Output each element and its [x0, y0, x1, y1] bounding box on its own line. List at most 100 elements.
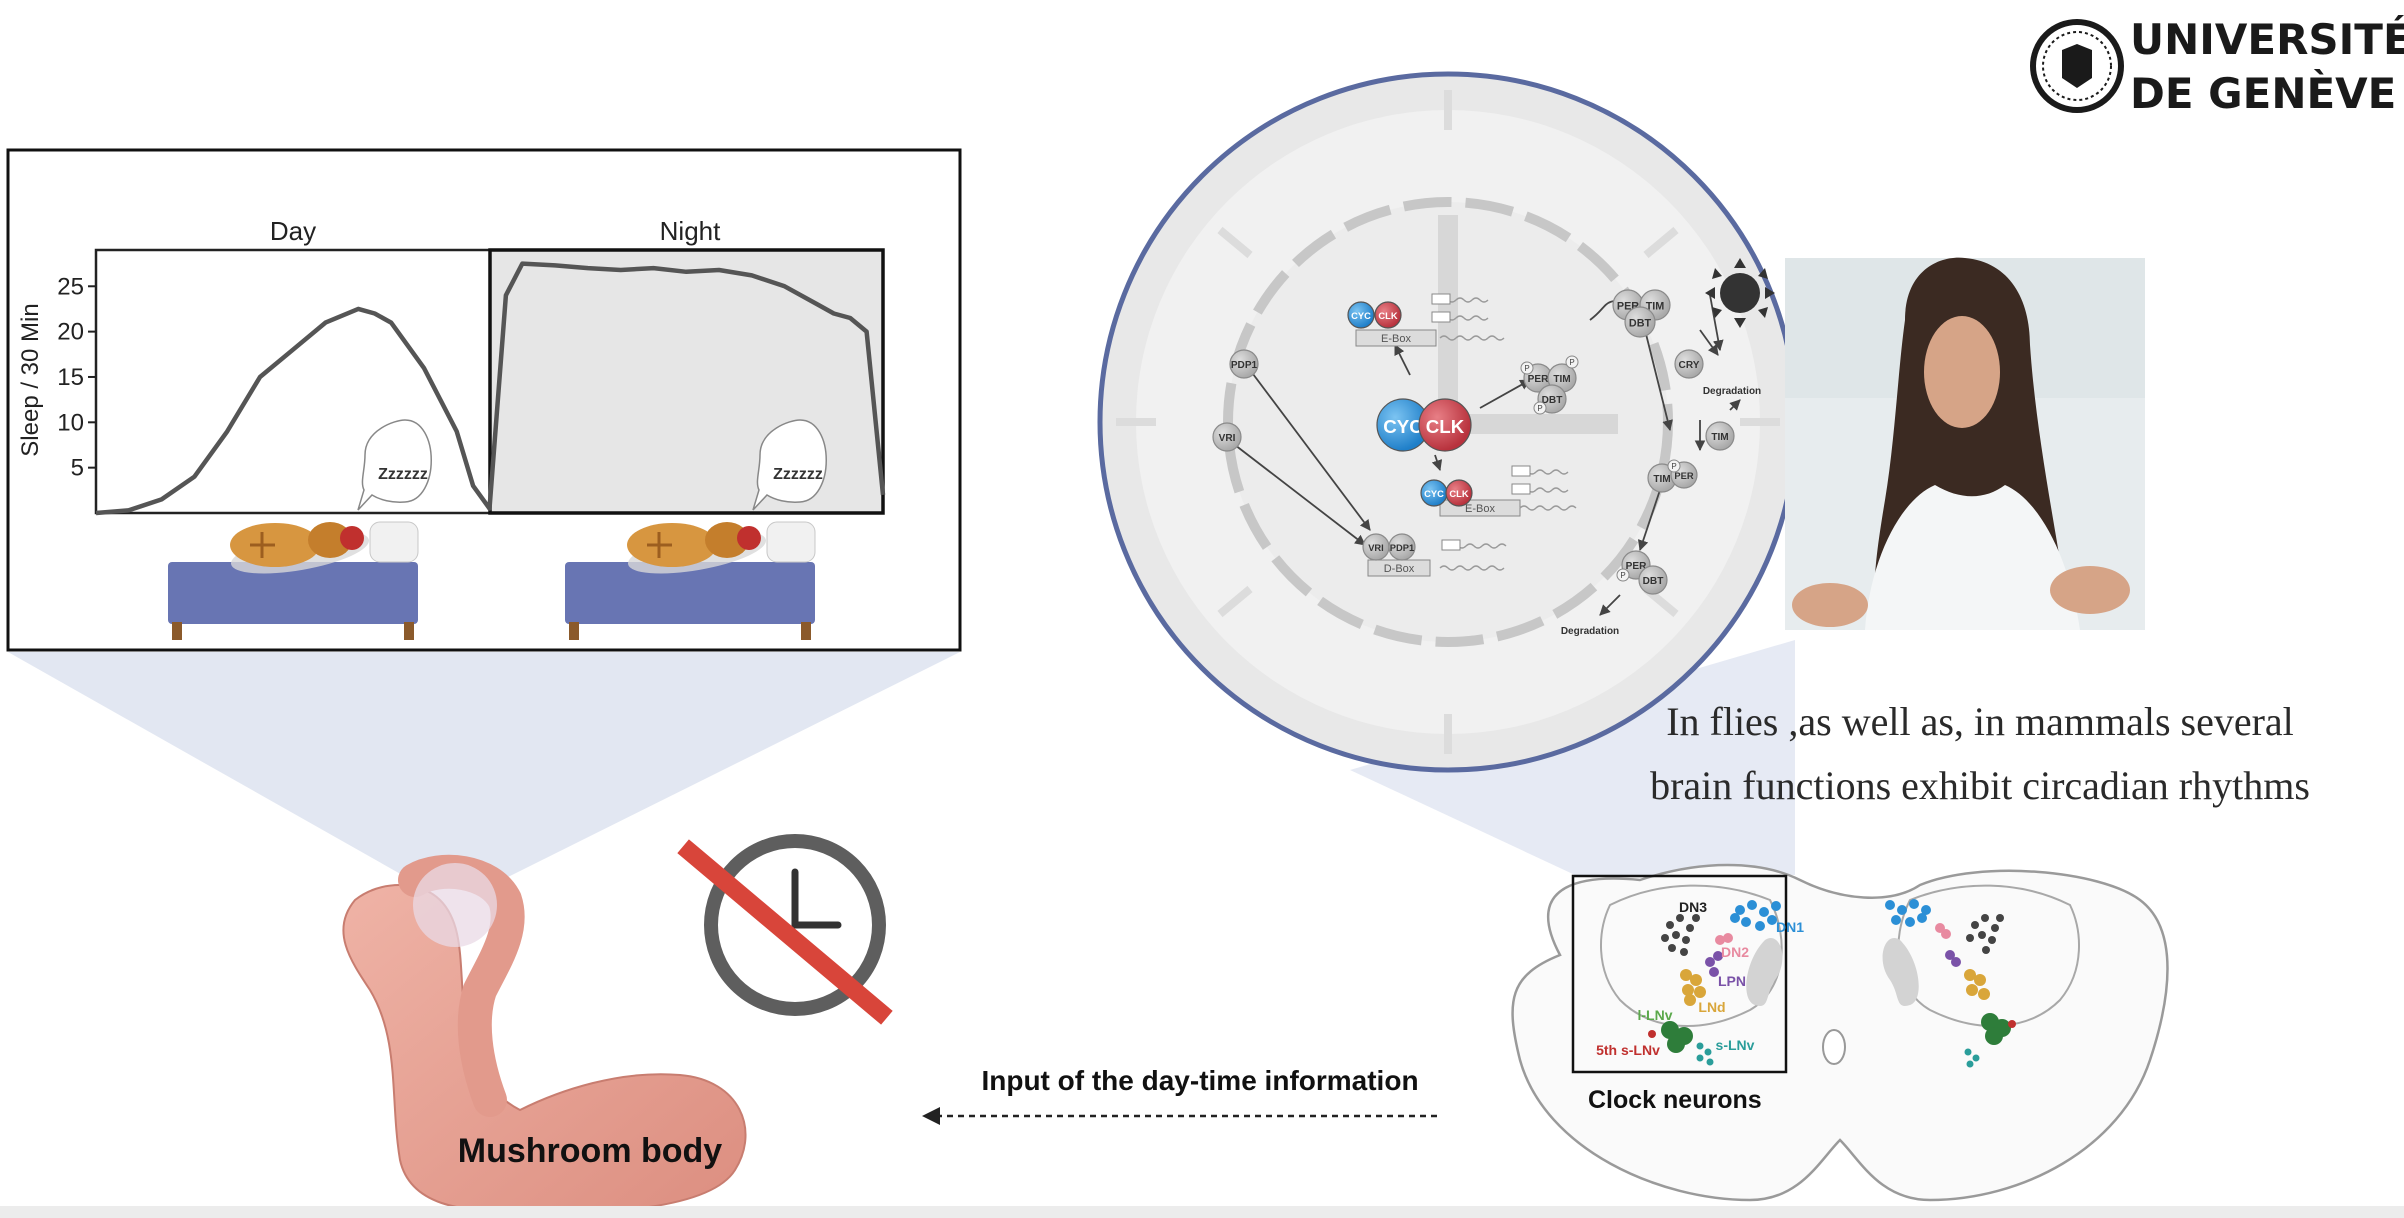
neuron-dot	[1767, 915, 1777, 925]
protein-label: TIM	[1653, 474, 1670, 485]
phosphate-label: P	[1537, 404, 1542, 413]
degradation-label-1: Degradation	[1703, 386, 1761, 397]
neuron-dot	[1755, 921, 1765, 931]
protein-clk	[1374, 301, 1402, 329]
neuron-dot	[1704, 1048, 1712, 1056]
protein-label: CYC	[1351, 311, 1371, 321]
bed-with-fly-day	[168, 521, 419, 640]
label-s-lnv: s-LNv	[1716, 1037, 1755, 1053]
phosphate-label: P	[1524, 364, 1529, 373]
protein-label: CLK	[1449, 489, 1468, 499]
neuron-dot	[1981, 914, 1989, 922]
neuron-dot	[1951, 957, 1961, 967]
neuron-dot	[1666, 921, 1674, 929]
protein-pdp1	[1388, 533, 1416, 561]
phosphate-tag	[1667, 459, 1681, 473]
mushroom-body-label: Mushroom body	[458, 1132, 723, 1170]
speaker-face	[1924, 316, 2000, 428]
projection-beam-left	[8, 652, 960, 885]
ebox-label-1: E-Box	[1381, 333, 1411, 345]
neuron-dot	[1985, 1027, 2003, 1045]
bubble-text-day: Zzzzzz	[378, 466, 428, 483]
logo-line-2: DE GENÈVE	[2130, 68, 2396, 118]
speaker-video	[1785, 257, 2145, 630]
neuron-dot	[1692, 914, 1700, 922]
neuron-dot	[1696, 1054, 1704, 1062]
neuron-dot	[1705, 957, 1715, 967]
protein-label: VRI	[1219, 433, 1236, 444]
neuron-dot	[1905, 917, 1915, 927]
neuron-dot	[1676, 914, 1684, 922]
neuron-dot	[1991, 924, 1999, 932]
neuron-dot	[1667, 1035, 1685, 1053]
caption-line-2: brain functions exhibit circadian rhythm…	[1650, 763, 2310, 808]
protein-dbt	[1624, 306, 1656, 338]
protein-vri	[1212, 422, 1242, 452]
neuron-dot	[1735, 905, 1745, 915]
neuron-dot	[1690, 974, 1702, 986]
neuron-dot	[1741, 917, 1751, 927]
panel-label-night: Night	[660, 216, 721, 246]
phosphate-tag	[1616, 568, 1630, 582]
neuron-dot	[1709, 967, 1719, 977]
protein-label: CLK	[1378, 311, 1397, 321]
input-arrow: Input of the day-time information	[922, 1065, 1437, 1125]
y-tick-label: 20	[57, 319, 84, 346]
phosphate-label: P	[1620, 571, 1625, 580]
protein-label: PER	[1674, 471, 1693, 481]
neuron-dot	[1891, 915, 1901, 925]
university-logo: UNIVERSITÉ DE GENÈVE	[2030, 14, 2404, 118]
protein-label: PDP1	[1390, 543, 1414, 553]
protein-label: PER	[1528, 374, 1549, 385]
mushroom-body-illustration: Mushroom body	[342, 854, 747, 1214]
protein-label: PER	[1626, 561, 1647, 572]
neuron-dot	[1684, 994, 1696, 1006]
neuron-dot	[1966, 984, 1978, 996]
neuron-dot	[1966, 1060, 1974, 1068]
phosphate-label: P	[1671, 462, 1676, 471]
phosphate-tag	[1533, 401, 1547, 415]
protein-clk	[1418, 398, 1472, 452]
protein-cyc	[1347, 301, 1375, 329]
label-5th-s-lnv: 5th s-LNv	[1596, 1042, 1660, 1058]
input-arrow-label: Input of the day-time information	[981, 1065, 1418, 1096]
neuron-dot	[1686, 924, 1694, 932]
neuron-dot	[1917, 913, 1927, 923]
plot-area-night	[488, 248, 885, 515]
neuron-dot	[1988, 936, 1996, 944]
protein-label: CRY	[1679, 360, 1700, 371]
y-tick-label: 15	[57, 364, 84, 391]
protein-label: PDP1	[1231, 360, 1258, 371]
mushroom-calyx-highlight	[413, 863, 497, 947]
neuron-dot	[1661, 934, 1669, 942]
neuron-dot	[1885, 900, 1895, 910]
neuron-dot	[1966, 934, 1974, 942]
neuron-dot	[1713, 951, 1723, 961]
protein-label: DBT	[1542, 395, 1564, 406]
bed-with-fly-night	[565, 521, 816, 640]
y-tick-label: 5	[71, 455, 84, 482]
speech-bubble-night: Zzzzzz	[752, 419, 827, 511]
neuron-dot	[1668, 944, 1676, 952]
neuron-dot	[1921, 905, 1931, 915]
protein-label: VRI	[1368, 543, 1384, 553]
fly-brain-diagram: DN3 DN1 DN2 LPN LNd l-LNv 5th s-LNv s-LN…	[1511, 863, 2169, 1202]
light-sun-icon	[1705, 258, 1775, 328]
brain-zoom-box	[1571, 874, 1788, 1074]
protein-label: TIM	[1646, 301, 1665, 313]
y-tick-label: 25	[57, 273, 84, 300]
protein-label: CLK	[1426, 416, 1465, 437]
neuron-dot	[1941, 929, 1951, 939]
neuron-dot	[1978, 988, 1990, 1000]
neuron-dot	[1682, 936, 1690, 944]
protein-label: CYC	[1383, 416, 1423, 437]
dbox-label: D-Box	[1384, 563, 1415, 575]
no-clock-icon	[677, 834, 893, 1025]
neuron-dot	[1682, 984, 1694, 996]
protein-label: TIM	[1711, 432, 1728, 443]
neuron-dot	[1680, 969, 1692, 981]
neuron-dot	[1747, 900, 1757, 910]
protein-label: TIM	[1553, 374, 1570, 385]
